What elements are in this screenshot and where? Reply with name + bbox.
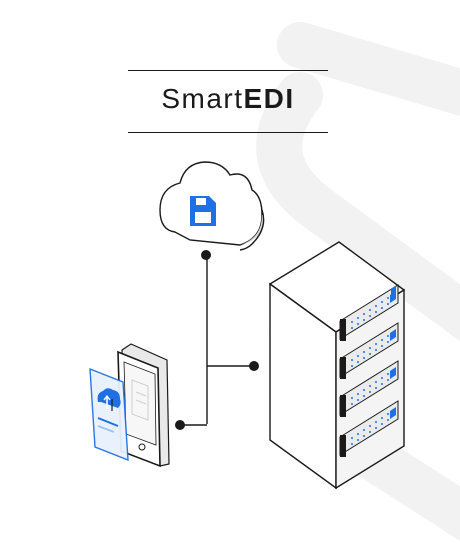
smartedi-logo: SmartEDI xyxy=(128,68,328,134)
server-status-lights xyxy=(390,291,396,419)
logo-bottom-rule xyxy=(128,132,328,133)
logo-text: SmartEDI xyxy=(128,82,328,116)
logo-word-edi: EDI xyxy=(243,83,295,114)
server-rack-icon xyxy=(268,241,406,490)
logo-top-rule xyxy=(128,70,328,71)
server-unit-3 xyxy=(339,360,399,417)
connector-node-phone xyxy=(175,420,185,430)
cloud-storage-icon xyxy=(159,161,265,251)
server-unit-1 xyxy=(339,284,399,341)
connector-lines xyxy=(180,255,254,426)
cloud-sync-card-icon xyxy=(89,367,129,462)
logo-word-smart: Smart xyxy=(161,83,244,114)
server-unit-2 xyxy=(339,322,399,379)
server-unit-4 xyxy=(339,400,399,457)
floppy-disk-icon xyxy=(190,196,216,226)
connector-node-cloud xyxy=(201,250,211,260)
connector-node-server xyxy=(249,361,259,371)
